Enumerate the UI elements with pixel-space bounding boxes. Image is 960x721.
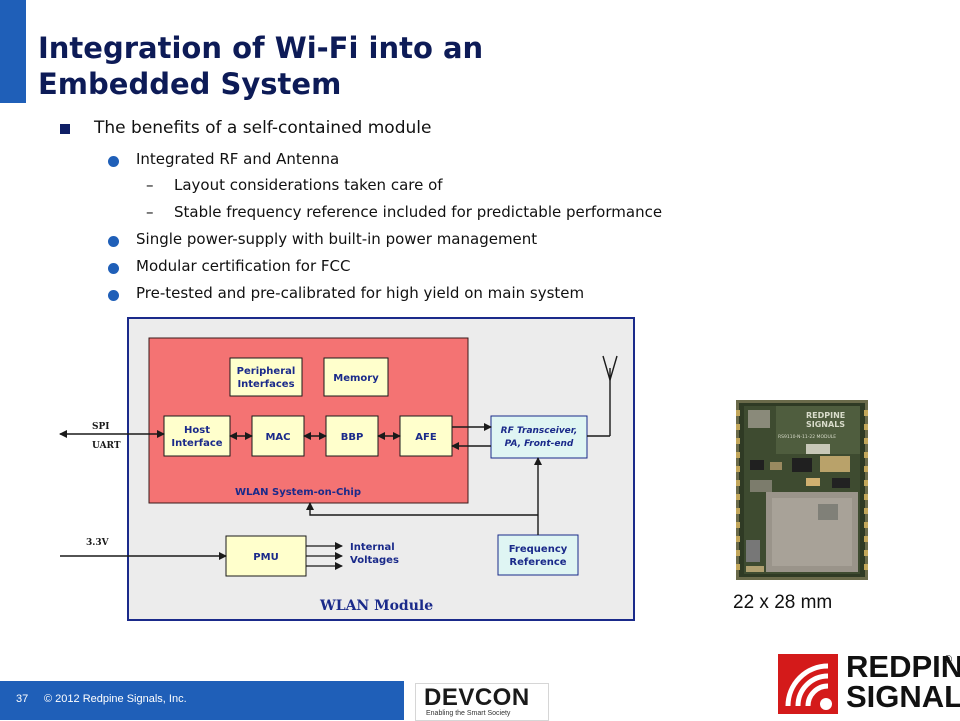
page-number: 37 <box>16 693 29 705</box>
peripheral-label-1: Peripheral <box>237 366 296 377</box>
soc-label: WLAN System-on-Chip <box>235 487 361 498</box>
uart-label: UART <box>92 441 121 451</box>
freq-soc-arrow <box>306 502 538 516</box>
bullet-pretest-text: Pre-tested and pre-calibrated for high y… <box>136 284 585 302</box>
bullet-power-text: Single power-supply with built-in power … <box>136 230 538 248</box>
internal-voltages-label-2: Voltages <box>350 555 399 566</box>
bullet-stable-text: Stable frequency reference included for … <box>174 203 663 221</box>
bullet-rf-text: Integrated RF and Antenna <box>136 150 340 168</box>
dash-bullet-icon: – <box>146 203 154 221</box>
chip-label-1: REDPINE <box>806 411 845 420</box>
host-interface-box <box>163 415 231 457</box>
redpine-wordmark: REDPINE SIGNALS <box>846 649 960 714</box>
bullet-layout-text: Layout considerations taken care of <box>174 176 443 194</box>
brand-line-2: SIGNALS <box>846 679 960 714</box>
chip-label-3: RS9110-N-11-22 MODULE <box>778 434 836 440</box>
module-photo: REDPINE SIGNALS RS9110-N-11-22 MODULE <box>736 400 868 580</box>
registered-mark: ® <box>944 654 953 666</box>
bullet-cert-text: Modular certification for FCC <box>136 257 351 275</box>
bullet-main-text: The benefits of a self-contained module <box>94 118 432 138</box>
peripheral-interfaces-box <box>229 357 303 397</box>
title-line-1: Integration of Wi-Fi into an <box>38 31 484 65</box>
rf-label-1: RF Transceiver, <box>501 426 578 436</box>
devcon-logo: DEVCON Enabling the Smart Society <box>415 683 549 721</box>
internal-voltages-label-1: Internal <box>350 542 395 553</box>
copyright-text: © 2012 Redpine Signals, Inc. <box>44 693 187 705</box>
afe-label: AFE <box>415 432 437 443</box>
pmu-label: PMU <box>253 552 278 563</box>
dot-bullet-icon <box>108 290 119 301</box>
host-label-2: Interface <box>171 438 222 449</box>
voltage-label: 3.3V <box>86 538 110 548</box>
footer-strip: 37 © 2012 Redpine Signals, Inc. <box>0 681 404 720</box>
freq-label-2: Reference <box>509 557 566 568</box>
memory-label: Memory <box>333 373 379 384</box>
footer-bar: 37 © 2012 Redpine Signals, Inc. <box>0 681 960 720</box>
rf-label-2: PA, Front-end <box>505 439 574 449</box>
bbp-label: BBP <box>341 432 364 443</box>
title-accent-bar <box>0 0 26 103</box>
devcon-wordmark: DEVCON <box>424 684 530 711</box>
memory-box <box>323 357 389 397</box>
pmu-box <box>225 535 307 577</box>
dot-bullet-icon <box>108 156 119 167</box>
redpine-wave-icon <box>778 654 838 714</box>
wlan-module-label: WLAN Module <box>319 598 433 614</box>
brand-line-1: REDPINE <box>846 649 960 684</box>
square-bullet-icon <box>60 124 70 134</box>
dot-bullet-icon <box>108 263 119 274</box>
mac-label: MAC <box>265 432 290 443</box>
title-line-2: Embedded System <box>38 67 342 101</box>
devcon-tagline: Enabling the Smart Society <box>426 710 511 717</box>
frequency-reference-box <box>497 534 579 576</box>
slide-title: Integration of Wi-Fi into an Embedded Sy… <box>38 30 483 102</box>
rf-transceiver-box <box>490 415 588 459</box>
peripheral-label-2: Interfaces <box>237 379 294 390</box>
module-size-label: 22 x 28 mm <box>733 592 833 613</box>
spi-label: SPI <box>92 422 109 432</box>
wlan-block-diagram: WLAN Module WLAN System-on-Chip Peripher… <box>59 317 635 621</box>
dash-bullet-icon: – <box>146 176 154 194</box>
freq-label-1: Frequency <box>509 544 568 555</box>
host-label-1: Host <box>184 425 210 436</box>
antenna-icon <box>587 355 618 437</box>
dot-bullet-icon <box>108 236 119 247</box>
chip-label-2: SIGNALS <box>806 420 845 429</box>
